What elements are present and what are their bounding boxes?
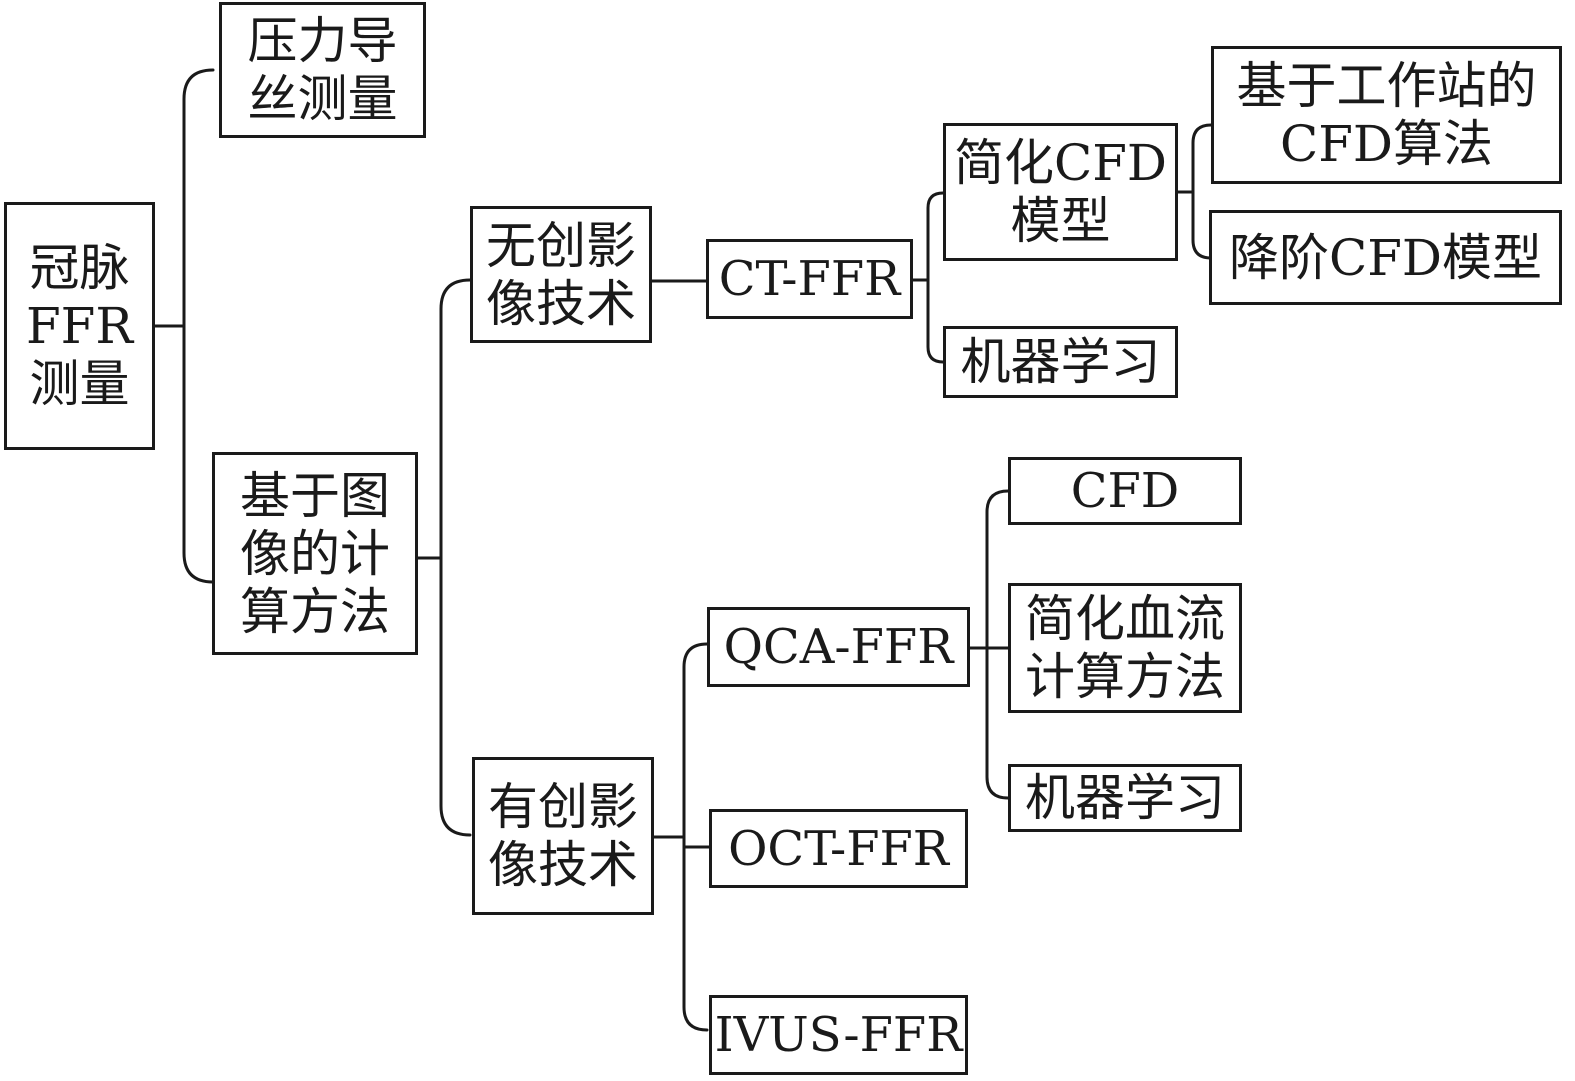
node-simplified-flow-computation: 简化血流 计算方法 (1008, 583, 1242, 713)
node-label: IVUS-FFR (714, 1007, 963, 1063)
node-label: 简化血流 (1025, 590, 1225, 648)
connector-image-based (416, 278, 472, 837)
connector-simplified-cfd (1176, 123, 1213, 260)
node-image-based-computation: 基于图 像的计 算方法 (212, 452, 418, 655)
node-label: FFR (25, 297, 134, 355)
node-label: 冠脉 (29, 239, 130, 297)
connector-root (153, 68, 215, 584)
node-cfd: CFD (1008, 457, 1242, 525)
node-label: 机器学习 (1025, 769, 1225, 827)
node-label: 基于工作站的 (1236, 57, 1537, 115)
node-label: 压力导 (247, 12, 398, 70)
node-label: 计算方法 (1025, 648, 1225, 706)
node-label: 测量 (29, 355, 130, 413)
node-ivus-ffr: IVUS-FFR (709, 995, 968, 1075)
node-noninvasive-imaging: 无创影 像技术 (470, 206, 652, 343)
node-label: 像技术 (486, 274, 636, 333)
node-label: 有创影 (488, 778, 638, 836)
node-label: 像技术 (488, 836, 638, 894)
node-coronary-ffr-measurement: 冠脉 FFR 测量 (4, 202, 155, 450)
node-label: 丝测量 (247, 70, 398, 128)
node-label: OCT-FFR (728, 820, 949, 877)
node-qca-ffr: QCA-FFR (707, 607, 970, 687)
node-machine-learning-ct: 机器学习 (943, 326, 1178, 398)
node-label: QCA-FFR (723, 619, 954, 675)
node-label: CFD (1070, 463, 1180, 519)
node-label: 像的计 (240, 524, 390, 583)
node-workstation-cfd-algorithm: 基于工作站的 CFD算法 (1211, 46, 1562, 184)
node-pressure-wire-measurement: 压力导 丝测量 (219, 2, 426, 138)
node-label: CT-FFR (718, 251, 901, 307)
connector-qca-ffr (968, 489, 1010, 800)
node-label: 机器学习 (960, 333, 1161, 391)
node-oct-ffr: OCT-FFR (709, 809, 968, 888)
node-label: 简化CFD (953, 134, 1168, 192)
node-machine-learning-qca: 机器学习 (1008, 764, 1242, 832)
node-invasive-imaging: 有创影 像技术 (472, 757, 654, 915)
node-simplified-cfd-model: 简化CFD 模型 (943, 123, 1178, 261)
node-label: 降阶CFD模型 (1228, 228, 1543, 287)
node-label: 算方法 (240, 582, 390, 641)
node-label: 模型 (1010, 192, 1111, 250)
node-reduced-order-cfd-model: 降阶CFD模型 (1209, 210, 1562, 305)
node-ct-ffr: CT-FFR (706, 239, 913, 319)
node-label: CFD算法 (1279, 115, 1494, 173)
connector-invasive (652, 642, 711, 1032)
node-label: 无创影 (486, 216, 636, 275)
connector-ct-ffr (911, 191, 945, 364)
node-label: 基于图 (240, 466, 390, 525)
